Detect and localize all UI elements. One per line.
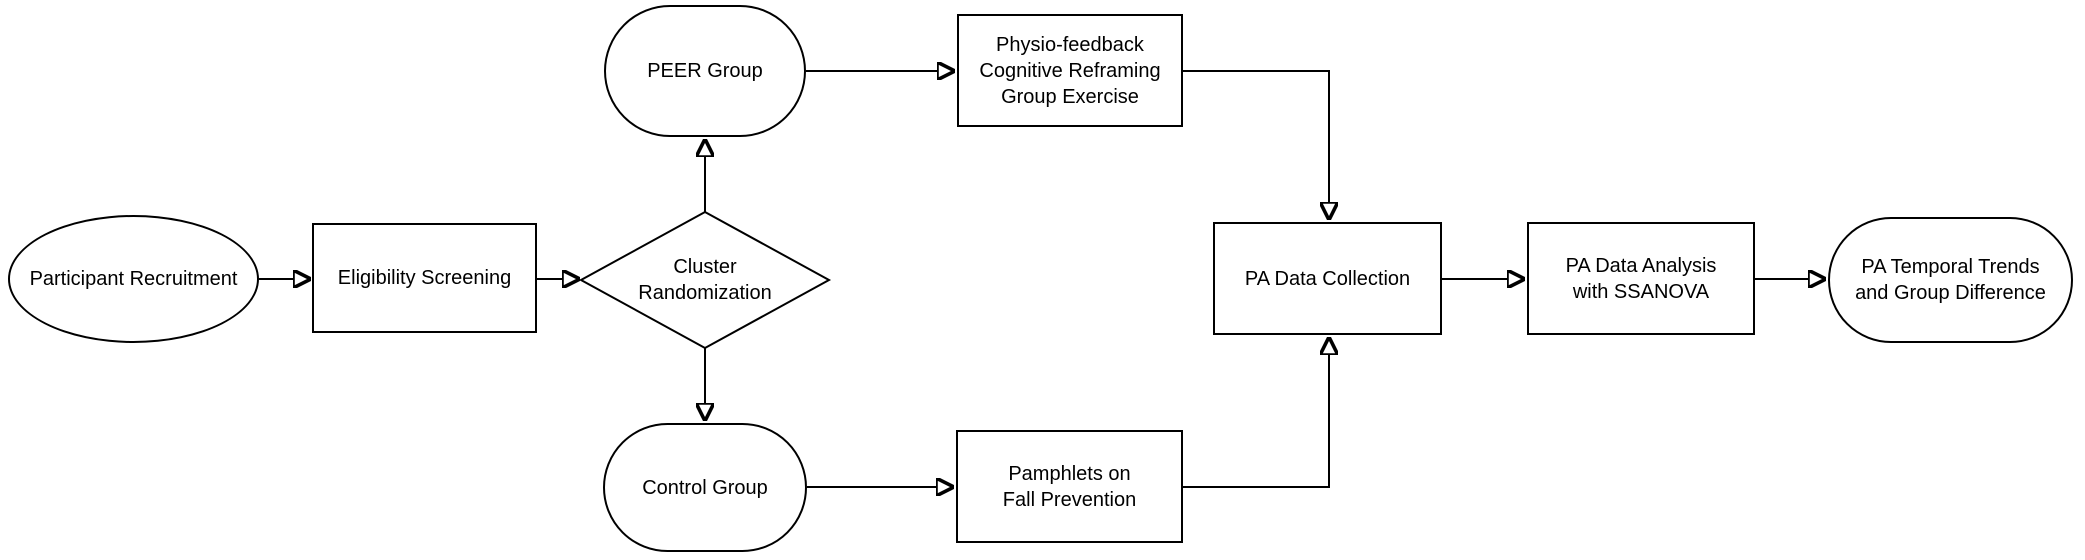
node-label: Control Group: [642, 476, 768, 499]
node-label: Participant Recruitment: [29, 268, 238, 290]
edge-physio-feedback-to-pa-data-collection: [1183, 70, 1329, 220]
node-cluster-randomization: Cluster Randomization: [595, 244, 815, 316]
node-label: PA Temporal Trends and Group Difference: [1855, 256, 2046, 304]
node-label: Pamphlets on Fall Prevention: [1002, 462, 1137, 511]
node-pamphlets: Pamphlets on Fall Prevention: [956, 430, 1183, 543]
node-label: Cluster Randomization: [638, 256, 772, 304]
node-peer-group: PEER Group: [604, 5, 806, 137]
edge-pamphlets-to-pa-data-collection: [1183, 337, 1329, 488]
node-physio-feedback: Physio-feedback Cognitive Reframing Grou…: [957, 14, 1183, 127]
node-label: PEER Group: [647, 60, 763, 82]
node-label: Physio-feedback Cognitive Reframing Grou…: [979, 33, 1161, 108]
node-label: PA Data Collection: [1244, 267, 1411, 290]
node-participant-recruitment: Participant Recruitment: [8, 215, 259, 343]
node-eligibility-screening: Eligibility Screening: [312, 223, 537, 333]
node-pa-temporal-trends: PA Temporal Trends and Group Difference: [1828, 217, 2073, 343]
node-control-group: Control Group: [603, 423, 807, 552]
node-label: Eligibility Screening: [337, 267, 512, 289]
node-label: PA Data Analysis with SSANOVA: [1565, 254, 1717, 303]
node-pa-data-analysis: PA Data Analysis with SSANOVA: [1527, 222, 1755, 335]
node-pa-data-collection: PA Data Collection: [1213, 222, 1442, 335]
